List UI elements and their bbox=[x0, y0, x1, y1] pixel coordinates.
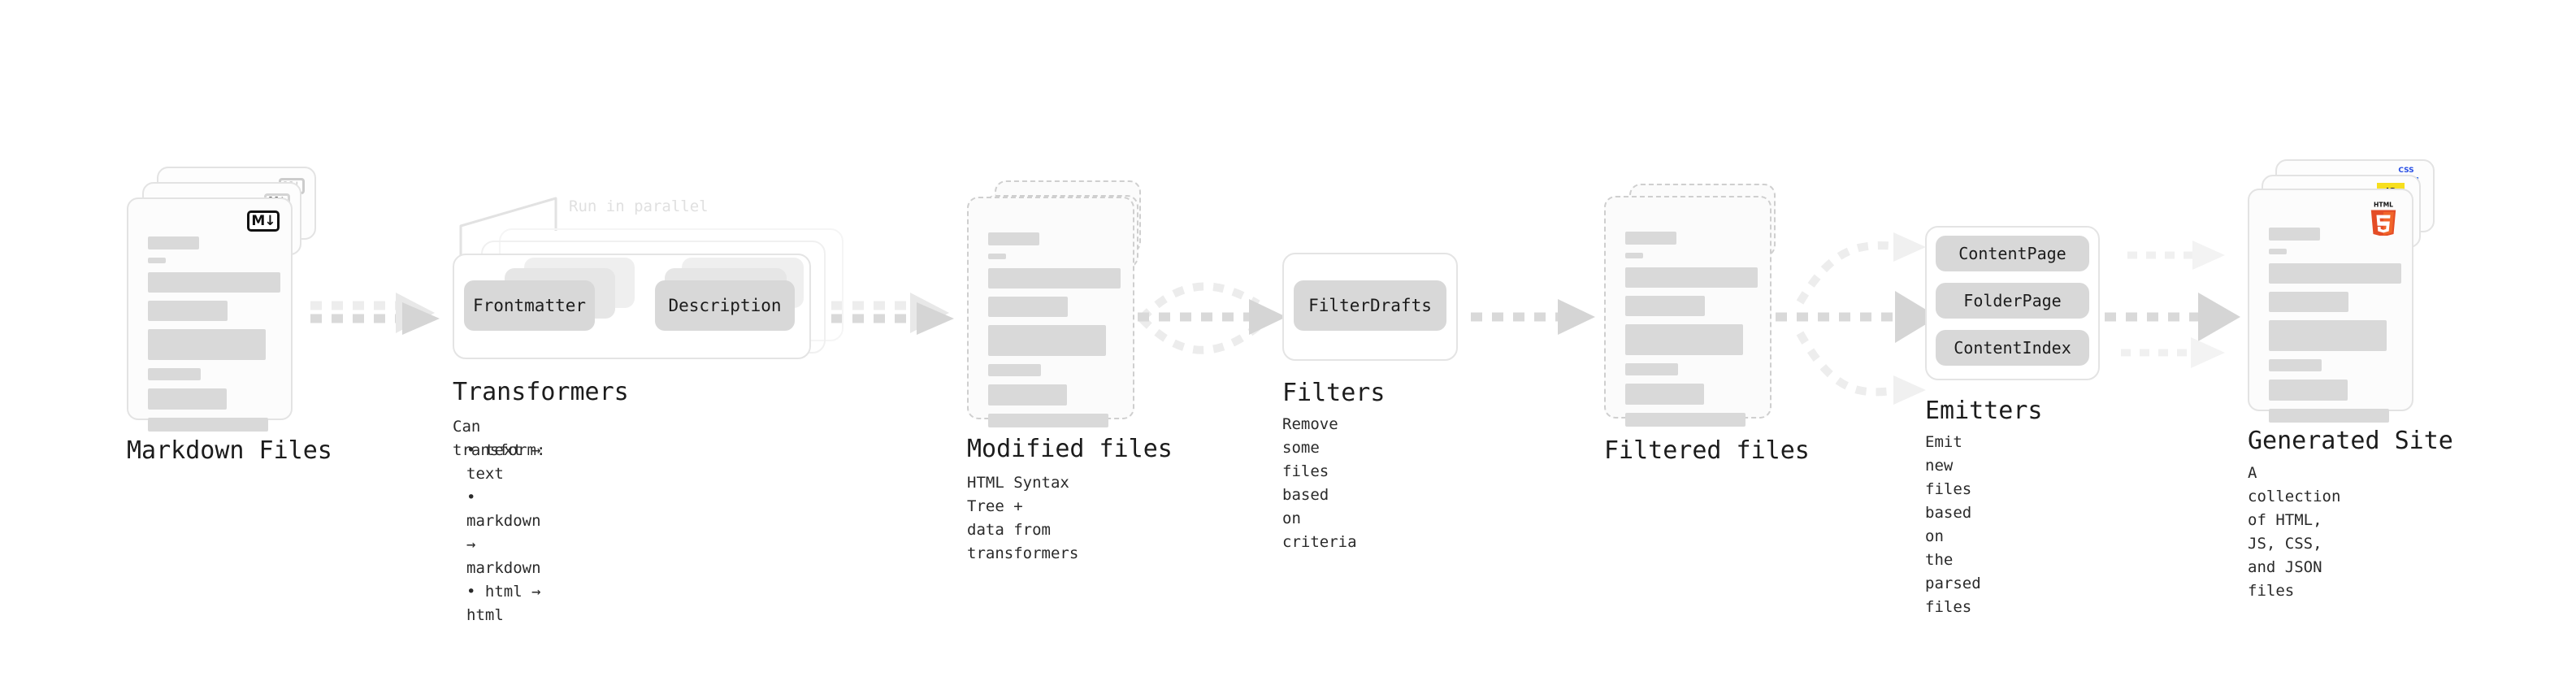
content-bar bbox=[1625, 413, 1746, 427]
generated-site-subtitle: A collection of HTML, JS, CSS, and JSON … bbox=[2248, 464, 2341, 600]
arrow-filters-to-filtered bbox=[1471, 299, 1595, 335]
content-bar bbox=[2269, 320, 2387, 351]
arrow-emitters-to-site bbox=[2105, 241, 2240, 368]
content-bar bbox=[988, 384, 1067, 406]
content-bar bbox=[1625, 232, 1676, 245]
arrow-filtered-to-emitters bbox=[1776, 232, 1938, 405]
arrow-modified-to-filters bbox=[1138, 282, 1286, 354]
transform-item: markdown → markdown bbox=[466, 486, 541, 580]
transformer-chip-frontmatter[interactable]: Frontmatter bbox=[464, 280, 595, 331]
arrow-markdown-to-transformers bbox=[310, 293, 440, 335]
content-bar bbox=[148, 329, 266, 360]
content-bar bbox=[988, 364, 1041, 376]
content-bar bbox=[988, 297, 1068, 317]
modified-files-title: Modified files bbox=[967, 435, 1173, 463]
content-bar bbox=[148, 418, 268, 432]
content-bar bbox=[988, 254, 1006, 259]
content-bar bbox=[2269, 292, 2348, 312]
transformers-subtitle-list: text → text markdown → markdown html → h… bbox=[466, 439, 541, 627]
markdown-card-front: M↓ bbox=[127, 197, 293, 432]
content-bar bbox=[1625, 324, 1743, 355]
filtered-card-front bbox=[1604, 196, 1772, 427]
content-bar bbox=[1625, 267, 1758, 288]
markdown-card-content bbox=[128, 199, 291, 432]
filtered-card-content bbox=[1606, 197, 1770, 427]
site-card-content bbox=[2249, 190, 2412, 423]
html5-icon: HTML bbox=[2368, 200, 2399, 237]
content-bar bbox=[148, 236, 199, 249]
emitter-chip-contentindex[interactable]: ContentIndex bbox=[1936, 330, 2089, 366]
arrow-transformers-to-modified bbox=[831, 293, 954, 335]
emitters-subtitle: Emit new files based on the parsed files bbox=[1925, 433, 1981, 616]
emitter-chip-folderpage[interactable]: FolderPage bbox=[1936, 283, 2089, 319]
svg-text:HTML: HTML bbox=[2374, 202, 2393, 209]
content-bar bbox=[148, 258, 166, 263]
emitter-chip-contentpage[interactable]: ContentPage bbox=[1936, 236, 2089, 271]
modified-card-front bbox=[967, 197, 1134, 427]
content-bar bbox=[2269, 380, 2348, 401]
filtered-files-title: Filtered files bbox=[1604, 436, 1810, 465]
markdown-files-title: Markdown Files bbox=[127, 436, 332, 465]
markdown-icon: M↓ bbox=[247, 210, 280, 232]
transformers-title: Transformers bbox=[453, 378, 629, 406]
content-bar bbox=[988, 325, 1106, 356]
content-bar bbox=[1625, 363, 1678, 375]
modified-files-subtitle: HTML Syntax Tree + data from transformer… bbox=[967, 474, 1079, 562]
content-bar bbox=[148, 272, 280, 293]
content-bar bbox=[2269, 409, 2389, 423]
content-bar bbox=[2269, 263, 2401, 284]
content-bar bbox=[1625, 296, 1705, 316]
content-bar bbox=[148, 388, 227, 410]
filters-title: Filters bbox=[1282, 379, 1386, 407]
content-bar bbox=[148, 368, 201, 380]
content-bar bbox=[988, 414, 1108, 427]
content-bar bbox=[1625, 253, 1643, 258]
content-bar bbox=[148, 301, 228, 321]
content-bar bbox=[2269, 249, 2287, 254]
site-card-front: HTML bbox=[2248, 189, 2413, 423]
content-bar bbox=[988, 232, 1039, 245]
transform-item: text → text bbox=[466, 439, 541, 486]
emitters-title: Emitters bbox=[1925, 397, 2043, 425]
content-bar bbox=[2269, 359, 2322, 371]
run-in-parallel-label: Run in parallel bbox=[569, 197, 709, 215]
filter-chip-filterdrafts[interactable]: FilterDrafts bbox=[1294, 280, 1446, 331]
filters-subtitle: Remove some files based on criteria bbox=[1282, 415, 1357, 551]
transformer-chip-description[interactable]: Description bbox=[655, 280, 795, 331]
content-bar bbox=[1625, 384, 1704, 405]
content-bar bbox=[988, 268, 1121, 288]
transform-item: html → html bbox=[466, 580, 541, 627]
content-bar bbox=[2269, 228, 2320, 241]
generated-site-title: Generated Site bbox=[2248, 427, 2453, 455]
modified-card-content bbox=[969, 198, 1133, 427]
